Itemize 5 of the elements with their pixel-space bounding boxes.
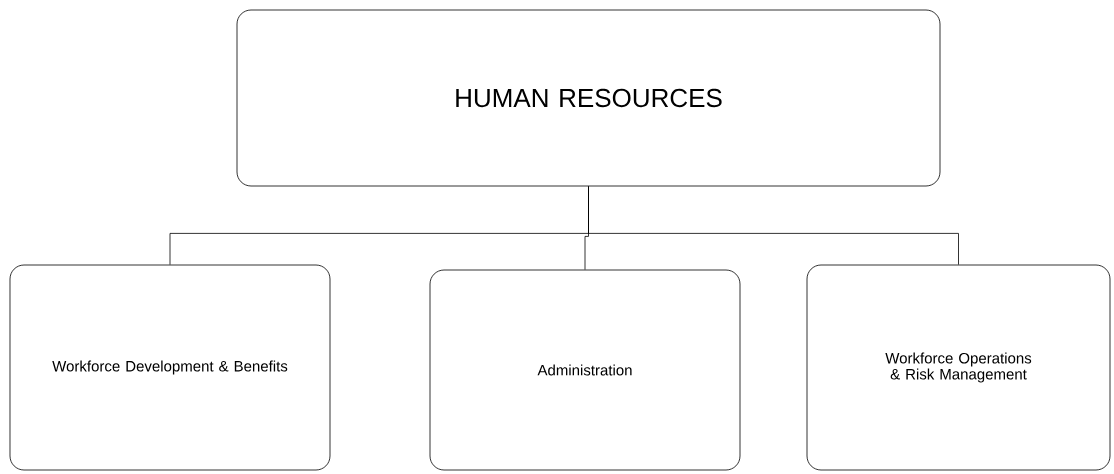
org-box: Administration <box>429 269 741 471</box>
org-box: Workforce Development & Benefits <box>9 264 331 471</box>
org-box: Workforce Operations & Risk Management <box>806 264 1111 471</box>
org-box: HUMAN RESOURCES <box>236 9 941 187</box>
connector-line <box>588 186 959 265</box>
